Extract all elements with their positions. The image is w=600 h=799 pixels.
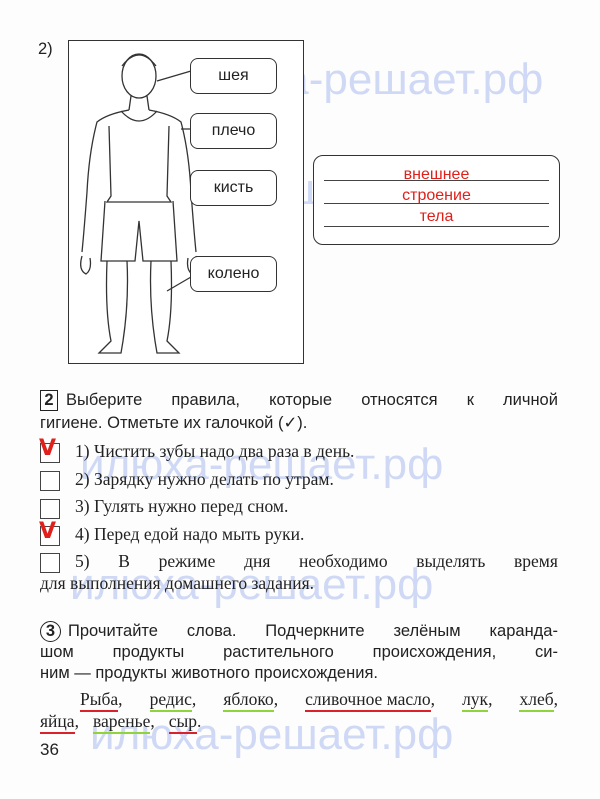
underlined-word-green: редис — [149, 689, 192, 712]
body-label-shoulder: плечо — [190, 113, 277, 149]
answer-line-3: тела — [419, 208, 454, 225]
punctuation: , — [273, 689, 279, 709]
underlined-word-red: сыр — [168, 711, 198, 734]
food-word: яйца, — [40, 711, 79, 734]
answer-box: внешнее строение тела — [313, 155, 560, 245]
figure-number: 2) — [38, 40, 53, 58]
checkbox-item-1[interactable]: V — [39, 438, 60, 463]
task-2-prompt-line-2: гигиене. Отметьте их галочкой (✓). — [40, 414, 308, 432]
food-word: редис, — [149, 689, 197, 712]
underlined-word-green: хлеб — [519, 689, 554, 712]
food-word: варенье, — [92, 711, 155, 734]
food-word: яблоко, — [223, 689, 279, 712]
underlined-word-green: варенье — [92, 711, 151, 734]
punctuation: , — [150, 711, 155, 731]
food-word: лук, — [462, 689, 493, 712]
task-3-prompt-line-3: ним — продукты животного происхождения. — [40, 664, 378, 682]
hygiene-item-1: 1) Чистить зубы надо два раза в день. — [75, 441, 355, 461]
punctuation: , — [191, 689, 197, 709]
page-number: 36 — [40, 740, 59, 759]
food-words-line-1: Рыба,редис,яблоко,сливочное масло,лук,хл… — [80, 689, 558, 712]
check-mark-icon: V — [39, 436, 57, 461]
food-word: хлеб, — [519, 689, 558, 712]
checkbox-item-4[interactable]: V — [39, 521, 60, 546]
task-2-number: 2 — [40, 390, 58, 411]
answer-line-1: внешнее — [403, 166, 470, 183]
underlined-word-red: Рыба — [80, 689, 119, 712]
punctuation: , — [488, 689, 493, 709]
check-mark-icon: V — [39, 519, 57, 544]
punctuation: , — [118, 689, 123, 709]
food-word: сыр. — [168, 711, 202, 734]
food-word: сливочное масло, — [305, 689, 436, 712]
hygiene-item-3: 3) Гулять нужно перед сном. — [75, 496, 289, 516]
hygiene-item-2: 2) Зарядку нужно делать по утрам. — [75, 469, 334, 489]
body-label-neck: шея — [190, 58, 277, 94]
checkbox-item-2[interactable] — [40, 471, 60, 491]
food-words-line-2: яйца,варенье,сыр. — [40, 711, 202, 734]
body-label-hand: кисть — [190, 170, 277, 206]
underlined-word-red: сливочное масло — [305, 689, 431, 712]
punctuation: . — [197, 711, 202, 731]
underlined-word-red: яйца — [40, 711, 75, 734]
underlined-word-green: яблоко — [223, 689, 274, 712]
task-3-number: 3 — [40, 621, 61, 642]
punctuation: , — [74, 711, 79, 731]
food-word: Рыба, — [80, 689, 123, 712]
underlined-word-green: лук — [462, 689, 489, 712]
checkbox-item-3[interactable] — [40, 499, 60, 519]
hygiene-item-4: 4) Перед едой надо мыть руки. — [75, 524, 305, 544]
hygiene-item-5-line-2: для выполнения домашнего задания. — [40, 573, 315, 593]
checkbox-item-5[interactable] — [40, 553, 60, 573]
punctuation: , — [553, 689, 558, 709]
punctuation: , — [430, 689, 436, 709]
answer-line-2: строение — [402, 187, 471, 204]
body-label-knee: колено — [190, 256, 277, 292]
